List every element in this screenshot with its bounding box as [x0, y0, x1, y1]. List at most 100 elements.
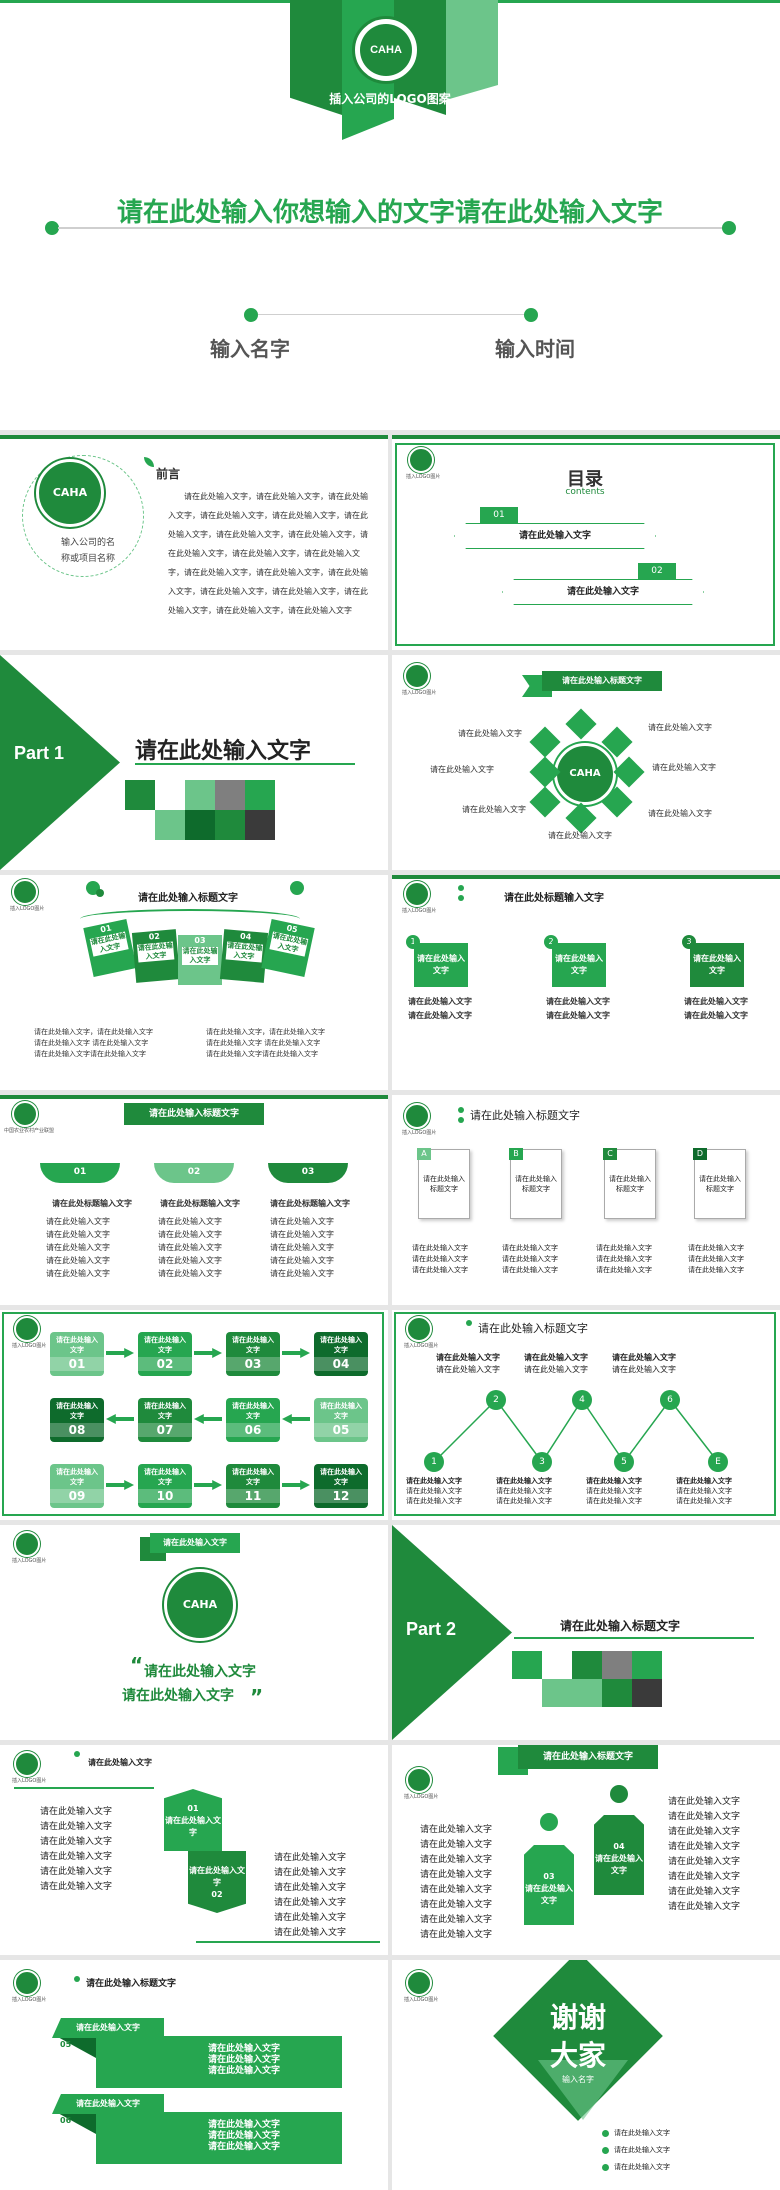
preface-body: 请在此处输入文字，请在此处输入文字，请在此处输入文字，请在此处输入文字，请在此处…	[168, 492, 368, 615]
hex-label-7: 请在此处输入文字	[548, 831, 612, 840]
tag-num: 03	[194, 936, 206, 945]
contents-title: 目录	[567, 469, 603, 490]
tags-left-text: 请在此处输入文字，请在此处输入文字 请在此处输入文字 请在此处输入文字 请在此处…	[34, 1027, 153, 1060]
logo-caption: 插入LOGO图片	[402, 908, 437, 914]
text-line: 请在此处输入文字	[668, 1902, 741, 1912]
step-text: 请在此处输入文字	[320, 1402, 362, 1420]
part1-underline	[135, 763, 355, 765]
text-line: 请在此处输入文字	[502, 1255, 558, 1263]
tag-num: 03	[543, 1872, 555, 1881]
col-3-t1: 请在此处输入文字	[684, 997, 748, 1006]
sq-4	[602, 1651, 632, 1679]
text-line: 请在此处输入文字	[40, 1882, 113, 1892]
logo-caption: 插入LOGO图片	[402, 690, 437, 696]
text-line: 请在此处输入文字	[270, 1217, 334, 1226]
hex-node-03	[613, 756, 645, 788]
text-line: 请在此处输入文字	[158, 1269, 222, 1278]
item-dot-3	[602, 2164, 609, 2171]
ribbon-2-head: 请在此处输入文字	[52, 2094, 164, 2114]
contents-slide: 插入LOGO图片 目录 contents 01 请在此处输入文字 02 请在此处…	[392, 435, 780, 650]
cover-logo-caption: 插入公司的LOGO图案	[329, 92, 451, 106]
col-1-t1: 请在此处输入文字	[408, 997, 472, 1006]
arrow-title-line	[14, 1787, 154, 1789]
zig-num-3: 3	[532, 1452, 552, 1472]
logo-icon	[404, 1103, 430, 1129]
sq-3	[185, 780, 215, 810]
pin-tag-1: 03 请在此处输入文字	[524, 1845, 574, 1925]
text-line: 请在此处输入文字	[688, 1255, 744, 1263]
title-dot	[466, 1320, 472, 1326]
logo-icon	[14, 1531, 40, 1557]
text-line: 请在此处输入文字	[436, 1365, 500, 1374]
text-line: 请在此处输入文字请在此处输入文字	[34, 1050, 146, 1058]
text-line: 请在此处输入文字	[420, 1930, 493, 1940]
text-line: 请在此处输入文字	[496, 1487, 552, 1495]
semi-2-title: 请在此处标题输入文字	[160, 1199, 240, 1208]
logo-caption: 插入LOGO图片	[404, 1997, 439, 2003]
sq-6	[602, 1679, 632, 1707]
sq-6	[245, 780, 275, 810]
cover-dot-right	[722, 221, 736, 235]
card-C: C 请在此处输入标题文字	[603, 1148, 656, 1219]
contents-item-1[interactable]: 请在此处输入文字	[454, 523, 656, 549]
preface-caption: 输入公司的名称或项目名称	[60, 538, 115, 564]
step-text: 请在此处输入文字	[232, 1336, 274, 1354]
title-dot	[458, 1107, 464, 1113]
item-dot-1	[602, 2130, 609, 2137]
step-num: 08	[50, 1423, 104, 1437]
text-line: 请在此处输入文字	[420, 1840, 493, 1850]
text-line: 请在此处输入文字	[270, 1256, 334, 1265]
logo-caption: 插入LOGO图片	[404, 1343, 439, 1349]
logo-icon	[406, 1767, 432, 1793]
text-line: 请在此处输入文字	[274, 1913, 347, 1923]
text-line: 请在此处输入文字	[586, 1487, 642, 1495]
thanks-line-1: 谢谢	[549, 2001, 606, 2034]
title-dot	[74, 1751, 80, 1757]
box-num: 01	[187, 1804, 199, 1813]
logo-icon	[406, 1970, 432, 1996]
text-line: 请在此处输入文字	[596, 1266, 652, 1274]
step-text: 请在此处输入文字	[56, 1336, 98, 1354]
contents-item-2[interactable]: 请在此处输入文字	[502, 579, 704, 605]
step-num: 04	[314, 1357, 368, 1371]
step-num: 12	[314, 1489, 368, 1503]
zig-num-6: 6	[660, 1390, 680, 1410]
text-line: 请在此处输入文字	[586, 1497, 642, 1505]
text-line: 请在此处输入文字	[502, 1266, 558, 1274]
logo-icon	[14, 1316, 40, 1342]
ribbon-1-num: 05	[60, 2040, 72, 2049]
zig-num-4: 4	[572, 1390, 592, 1410]
tag-text: 请在此处输入文字	[525, 1884, 573, 1905]
text-line: 请在此处输入文字	[40, 1852, 113, 1862]
card-letter: C	[603, 1148, 617, 1160]
card-B-lines: 请在此处输入文字请在此处输入文字请在此处输入文字	[502, 1243, 558, 1276]
tag-text: 请在此处输入文字	[89, 931, 129, 957]
sq-9	[185, 810, 215, 840]
arrow-slide: 插入LOGO图片 请在此处输入文字 请在此处输入文字请在此处输入文字请在此处输入…	[0, 1745, 388, 1955]
col-3-t2: 请在此处输入文字	[684, 1011, 748, 1020]
col-1-t2: 请在此处输入文字	[408, 1011, 472, 1020]
step-num: 11	[226, 1489, 280, 1503]
pin-dot-1	[540, 1813, 558, 1831]
cards-slide: 插入LOGO图片 请在此处输入标题文字 A 请在此处输入标题文字 B 请在此处输…	[392, 1095, 780, 1305]
text-line: 请在此处输入文字	[46, 1217, 110, 1226]
part2-slide: Part 2 请在此处输入标题文字	[392, 1525, 780, 1740]
thanks-item-2: 请在此处输入文字	[614, 2146, 670, 2154]
card-D: D 请在此处输入标题文字	[693, 1148, 746, 1219]
step-text: 请在此处输入文字	[232, 1468, 274, 1486]
logo-icon	[14, 1970, 40, 1996]
step-num: 01	[50, 1357, 104, 1371]
logo-caption: 插入LOGO图片	[406, 474, 441, 480]
text-line: 请在此处输入文字	[676, 1477, 732, 1485]
text-line: 请在此处输入文字	[676, 1497, 732, 1505]
sq-2	[542, 1679, 572, 1707]
logo-icon	[404, 663, 430, 689]
